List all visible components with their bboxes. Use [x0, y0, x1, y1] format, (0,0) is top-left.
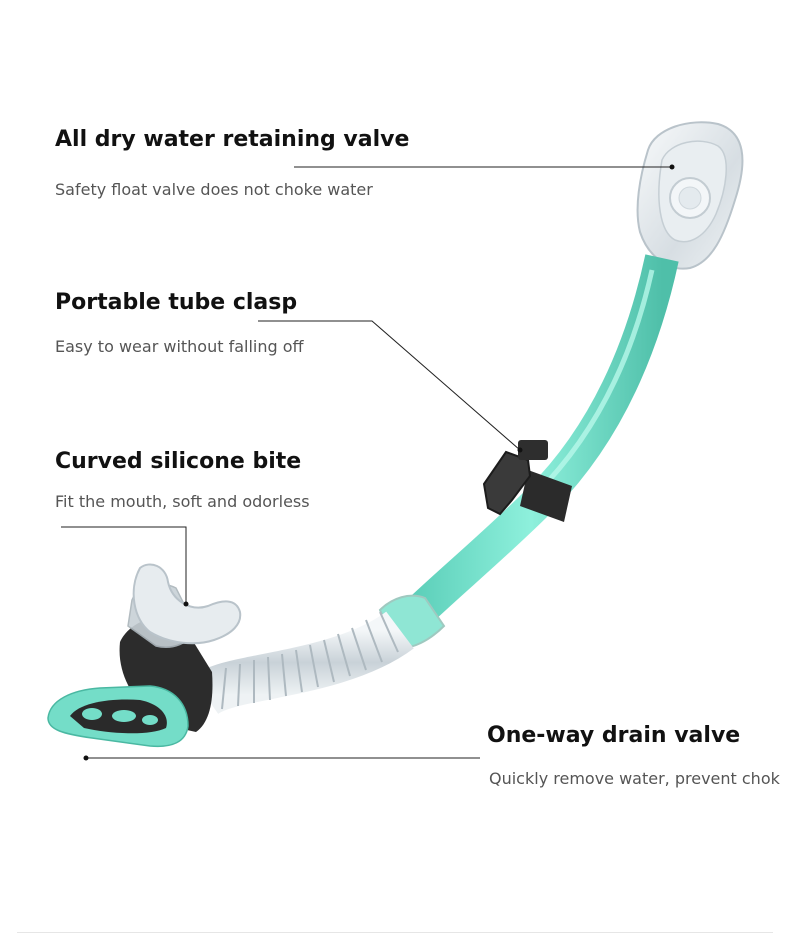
feature-desc-dry-valve: Safety float valve does not choke water [55, 180, 373, 199]
feature-desc-tube-clasp: Easy to wear without falling off [55, 337, 304, 356]
leader-line-clasp [258, 320, 521, 451]
feature-desc-drain-valve: Quickly remove water, prevent chok [489, 769, 780, 788]
feature-title-dry-valve: All dry water retaining valve [55, 127, 410, 152]
feature-title-tube-clasp: Portable tube clasp [55, 290, 298, 315]
mouthpiece [47, 563, 242, 748]
feature-desc-silicone-bite: Fit the mouth, soft and odorless [55, 492, 310, 511]
dry-valve-top [636, 121, 744, 270]
corrugated-hose [191, 611, 414, 715]
leader-line-bite [61, 526, 187, 604]
feature-title-silicone-bite: Curved silicone bite [55, 449, 302, 474]
feature-title-drain-valve: One-way drain valve [487, 723, 741, 748]
tube-clasp [482, 440, 572, 522]
